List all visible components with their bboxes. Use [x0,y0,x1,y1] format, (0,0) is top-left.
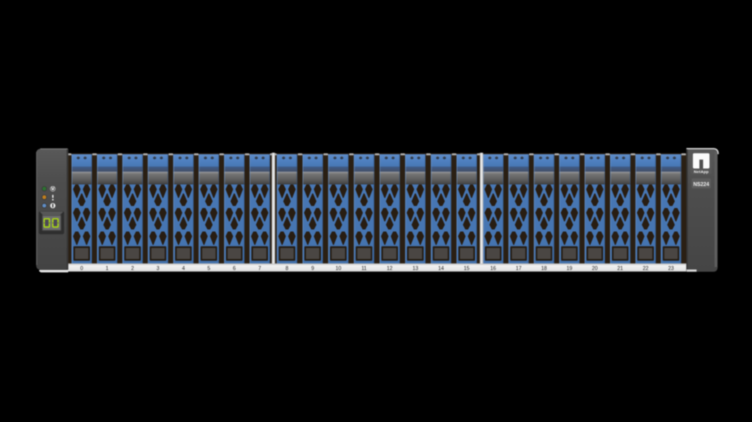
svg-text:4: 4 [182,266,185,272]
svg-text:NetApp: NetApp [694,169,709,174]
svg-text:7: 7 [258,266,261,272]
svg-text:16: 16 [490,266,496,272]
svg-text:1: 1 [106,266,109,272]
svg-text:12: 12 [387,266,393,272]
svg-text:18: 18 [541,266,547,272]
svg-text:9: 9 [311,266,314,272]
svg-text:0: 0 [80,266,83,272]
svg-text:22: 22 [643,266,649,272]
svg-text:10: 10 [335,266,341,272]
svg-text:5: 5 [207,266,210,272]
svg-text:21: 21 [617,266,623,272]
svg-text:NS224: NS224 [693,182,709,188]
svg-text:23: 23 [668,266,674,272]
svg-text:3: 3 [157,266,160,272]
svg-text:15: 15 [464,266,470,272]
svg-text:13: 13 [412,266,418,272]
svg-text:20: 20 [592,266,598,272]
svg-text:14: 14 [438,266,444,272]
svg-text:11: 11 [361,266,366,272]
svg-text:19: 19 [567,266,573,272]
svg-text:8: 8 [286,266,289,272]
svg-text:2: 2 [131,266,134,272]
svg-text:17: 17 [516,266,522,272]
svg-text:6: 6 [233,266,236,272]
